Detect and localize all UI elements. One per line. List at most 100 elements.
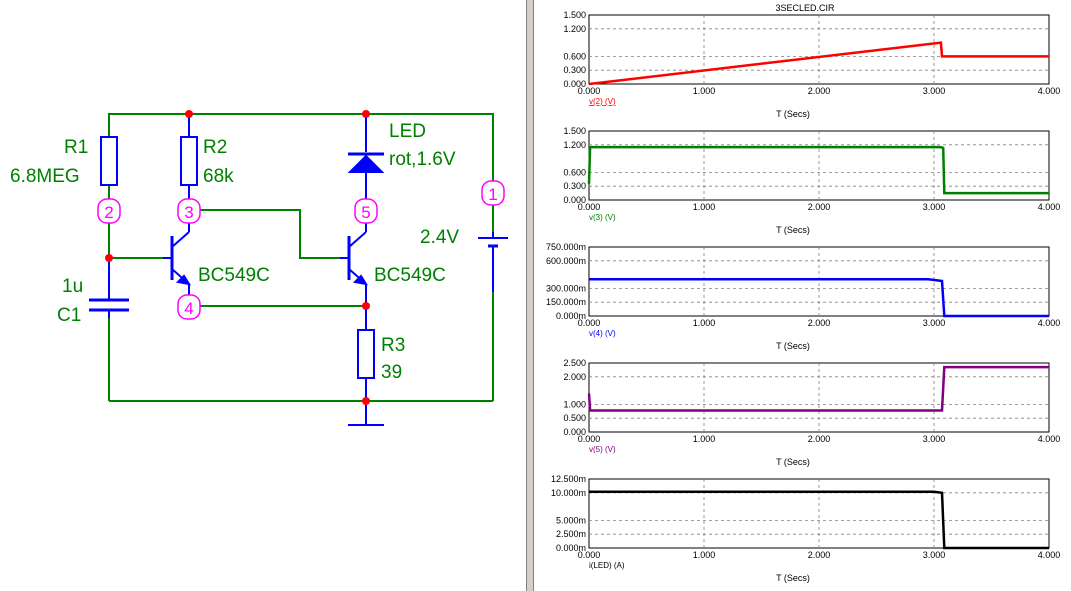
x-tick-label: 0.000 [578,434,601,444]
x-axis-label: T (Secs) [776,457,810,467]
x-tick-label: 1.000 [693,202,716,212]
x-tick-label: 2.000 [808,318,831,328]
x-tick-label: 4.000 [1038,318,1061,328]
node-label-5-box [354,198,378,224]
node-dot [105,254,113,262]
y-tick-label: 2.000 [563,372,586,382]
plot-frame [588,246,1050,317]
resistor-r1[interactable] [100,136,118,186]
y-tick-label: 0.600 [563,167,586,177]
schematic-canvas[interactable]: 2 3 4 5 1 R1 6.8MEG R2 68k LED rot,1.6V … [0,0,526,591]
capacitor-c1[interactable] [89,258,129,318]
x-tick-label: 0.000 [578,318,601,328]
c1-name: C1 [57,305,81,326]
series-line [587,145,1049,195]
q1-model: BC549C [198,265,270,286]
node-label-1: 1 [488,185,497,204]
x-tick-label: 4.000 [1038,550,1061,560]
x-tick-label: 4.000 [1038,86,1061,96]
x-tick-label: 3.000 [923,202,946,212]
node-label-4-box [177,294,201,320]
r3-name: R3 [381,335,405,356]
wire-top-rail [108,113,494,185]
series-line [587,365,1049,412]
x-tick-label: 0.000 [578,86,601,96]
node-label-1-box [481,180,505,206]
plot-window[interactable]: 3SECLED.CIR 1.5001.2000.6000.3000.0000.0… [534,0,1071,591]
transistor-q1[interactable] [163,231,192,306]
y-tick-label: 1.500 [563,126,586,136]
x-axis-label: T (Secs) [776,341,810,351]
battery-symbol[interactable] [478,232,508,292]
node-label-3-box [177,198,201,224]
series-line [589,490,1049,550]
y-tick-label: 1.500 [563,10,586,20]
y-tick-label: 0.600 [563,51,586,61]
x-axis-label: T (Secs) [776,573,810,583]
plot-frame [588,362,1050,433]
x-tick-label: 4.000 [1038,434,1061,444]
x-tick-label: 0.000 [578,550,601,560]
node-dot [362,302,370,310]
y-tick-label: 2.500m [556,529,586,539]
r2-value: 68k [203,166,234,187]
transistor-q2[interactable] [340,231,369,306]
y-tick-label: 0.000 [563,195,586,205]
y-tick-label: 1.200 [563,24,586,34]
x-tick-label: 3.000 [923,550,946,560]
x-tick-label: 2.000 [808,202,831,212]
y-tick-label: 12.500m [551,474,586,484]
y-tick-label: 0.000m [556,543,586,553]
y-tick-label: 0.000m [556,311,586,321]
series-line [589,277,1049,318]
x-tick-label: 1.000 [693,550,716,560]
y-tick-label: 0.000 [563,79,586,89]
y-tick-label: 0.300 [563,181,586,191]
q2-model: BC549C [374,265,446,286]
series-label: i(LED) (A) [589,561,625,570]
plot-3[interactable]: 750.000m600.000m300.000m150.000m0.000m0.… [546,242,1060,351]
series-label: v(2) (V) [589,97,616,106]
y-tick-label: 2.500 [563,358,586,368]
x-tick-label: 1.000 [693,434,716,444]
plot-window-title: 3SECLED.CIR [775,3,835,13]
led-name: LED [389,121,426,142]
x-tick-label: 1.000 [693,318,716,328]
node-dot [185,110,193,118]
led-symbol[interactable] [347,114,385,232]
y-tick-label: 750.000m [546,242,586,252]
x-tick-label: 3.000 [923,434,946,444]
y-tick-label: 0.300 [563,65,586,75]
series-label: v(3) (V) [589,213,616,222]
splitter-bar[interactable] [526,0,534,591]
node-label-2-box [97,198,121,224]
y-tick-label: 5.000m [556,515,586,525]
x-tick-label: 2.000 [808,434,831,444]
wire-node3 [200,209,340,259]
node-label-5: 5 [361,203,370,222]
plot-frame [588,130,1050,201]
x-tick-label: 3.000 [923,318,946,328]
resistor-r3[interactable] [357,306,375,401]
y-tick-label: 1.000 [563,399,586,409]
series-label: v(5) (V) [589,445,616,454]
node-label-3: 3 [184,203,193,222]
c1-value: 1u [62,276,83,297]
led-value: rot,1.6V [389,149,456,170]
x-tick-label: 3.000 [923,86,946,96]
y-tick-label: 600.000m [546,256,586,266]
x-axis-label: T (Secs) [776,109,810,119]
series-label: v(4) (V) [589,329,616,338]
y-tick-label: 10.000m [551,488,586,498]
y-tick-label: 0.500 [563,413,586,423]
r1-value: 6.8MEG [10,166,80,187]
y-tick-label: 1.200 [563,140,586,150]
battery-value: 2.4V [420,227,459,248]
node-dot [362,397,370,405]
r1-name: R1 [64,137,88,158]
